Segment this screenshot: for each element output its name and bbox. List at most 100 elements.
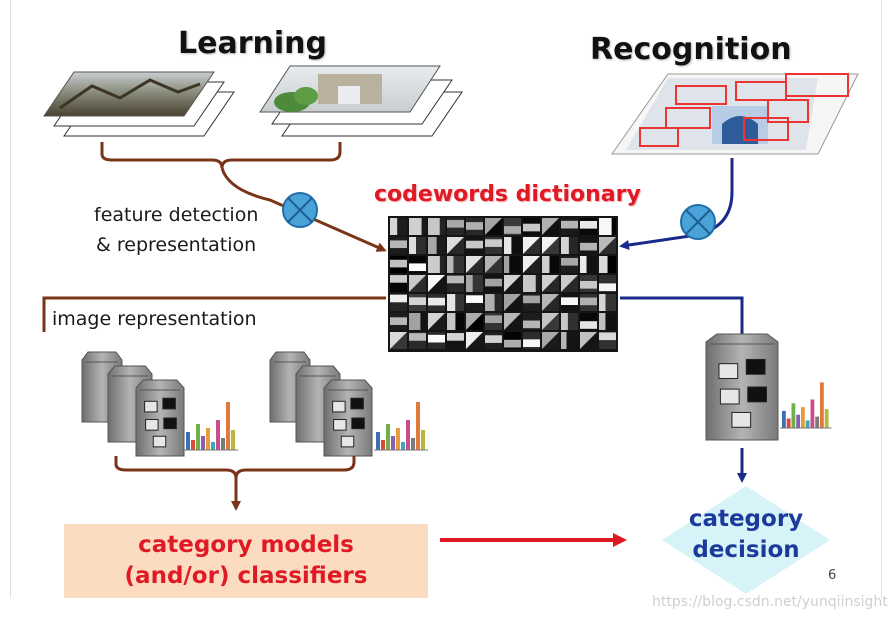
codeword-patch [523, 294, 540, 311]
codeword-patch [466, 237, 483, 254]
codeword-patch [409, 256, 426, 273]
codeword-patch [390, 218, 407, 235]
codeword-patch [428, 313, 445, 330]
bag-of-words-group-middle [269, 351, 428, 457]
codeword-patch [542, 332, 559, 349]
category-models-box: category models (and/or) classifiers [64, 524, 428, 598]
codeword-patch [580, 294, 597, 311]
codeword-patch [580, 313, 597, 330]
codeword-patch [409, 275, 426, 292]
codeword-patch [447, 256, 464, 273]
learning-brace [100, 142, 342, 169]
codeword-patch [561, 313, 578, 330]
bag-of-words-recognition [705, 333, 832, 441]
codeword-patch [409, 332, 426, 349]
codeword-patch [599, 332, 616, 349]
codeword-patch [485, 237, 502, 254]
models-brace [114, 456, 356, 479]
codeword-patch [542, 237, 559, 254]
codeword-patch [561, 332, 578, 349]
dictionary-to-recognition-bag-line [620, 296, 744, 334]
codeword-patch [504, 237, 521, 254]
recognition-image [611, 73, 859, 155]
codeword-patch [580, 275, 597, 292]
codeword-patch [504, 275, 521, 292]
category-decision-line1: category [688, 506, 804, 532]
codeword-patch [523, 256, 540, 273]
learning-heading: Learning [178, 26, 327, 61]
codeword-patch [580, 218, 597, 235]
recognition-operator-icon [680, 204, 716, 240]
histogram-icon [374, 402, 428, 451]
representation-label: & representation [96, 234, 257, 256]
codeword-patch [542, 256, 559, 273]
codeword-patch [561, 256, 578, 273]
learning-operator-icon [282, 192, 318, 228]
codeword-patch [428, 275, 445, 292]
codeword-patch [428, 332, 445, 349]
codeword-patch [599, 313, 616, 330]
codeword-patch [428, 294, 445, 311]
histogram-icon [780, 382, 832, 429]
codeword-patch [485, 294, 502, 311]
learning-image-stack-arch [259, 65, 463, 137]
category-models-line1: category models [138, 532, 354, 558]
codeword-patch [466, 313, 483, 330]
codeword-patch [390, 237, 407, 254]
codeword-patch [542, 218, 559, 235]
codeword-patch [542, 275, 559, 292]
category-models-line2: (and/or) classifiers [124, 563, 368, 589]
codeword-patch [580, 332, 597, 349]
decision-diamond [662, 486, 830, 594]
codeword-patch [580, 256, 597, 273]
codeword-patch [599, 237, 616, 254]
codeword-patch [504, 256, 521, 273]
codeword-patch [390, 332, 407, 349]
codeword-patch [447, 332, 464, 349]
watermark: https://blog.csdn.net/yunqiinsight [652, 594, 888, 610]
codeword-patch [466, 218, 483, 235]
codeword-patch [466, 256, 483, 273]
image-representation-connector [42, 296, 386, 332]
codeword-patch [447, 294, 464, 311]
codeword-patch [466, 275, 483, 292]
paper-bag-icon [135, 379, 185, 457]
page-number: 6 [828, 568, 837, 583]
codeword-patch [428, 256, 445, 273]
codeword-patch [504, 332, 521, 349]
codeword-patch [390, 313, 407, 330]
codeword-patch [523, 275, 540, 292]
codeword-patch [504, 294, 521, 311]
codeword-patch [485, 275, 502, 292]
codeword-patch [409, 237, 426, 254]
codeword-patch [561, 237, 578, 254]
codeword-patch [447, 275, 464, 292]
codewords-dictionary-title: codewords dictionary [374, 182, 641, 207]
codeword-patch [599, 218, 616, 235]
codeword-patch [390, 275, 407, 292]
paper-bag-icon [323, 379, 373, 457]
image-representation-label: image representation [52, 308, 257, 330]
codeword-patch [542, 294, 559, 311]
codeword-patch [485, 218, 502, 235]
category-decision: category decision [660, 482, 832, 588]
codeword-patch [561, 218, 578, 235]
codeword-patch [599, 256, 616, 273]
codeword-patch [485, 332, 502, 349]
codeword-patch [428, 218, 445, 235]
codeword-patch [599, 294, 616, 311]
codeword-patch [390, 294, 407, 311]
codeword-patch [466, 294, 483, 311]
codeword-patch [485, 256, 502, 273]
codeword-patch [409, 218, 426, 235]
codeword-patch [409, 313, 426, 330]
codeword-patch [523, 332, 540, 349]
codeword-patch [523, 313, 540, 330]
codeword-patch [485, 313, 502, 330]
codeword-patch [447, 313, 464, 330]
codeword-patch [447, 237, 464, 254]
codeword-patch [447, 218, 464, 235]
codeword-patch [599, 275, 616, 292]
